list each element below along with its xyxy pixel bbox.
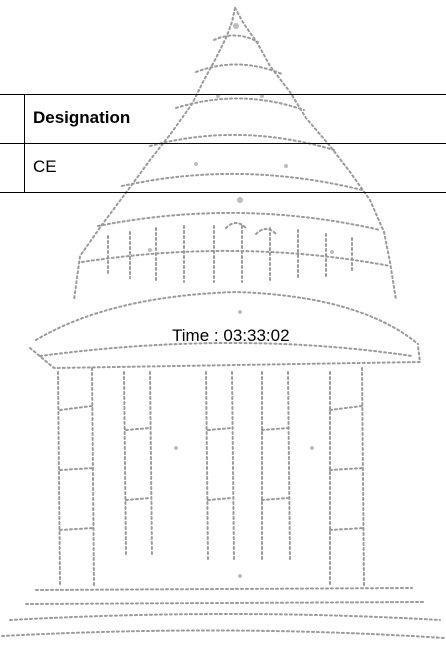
designation-table: Designation CE (0, 94, 446, 193)
designation-header: Designation (33, 108, 131, 127)
time-value: 03:33:02 (223, 326, 290, 345)
column-divider (24, 95, 25, 143)
table-row: CE (0, 143, 446, 193)
time-separator: : (213, 326, 219, 345)
designation-value: CE (33, 157, 57, 176)
time-label: Time (172, 326, 210, 345)
time-readout: Time : 03:33:02 (172, 325, 290, 347)
column-divider (24, 144, 25, 192)
table-header-row: Designation (0, 94, 446, 143)
